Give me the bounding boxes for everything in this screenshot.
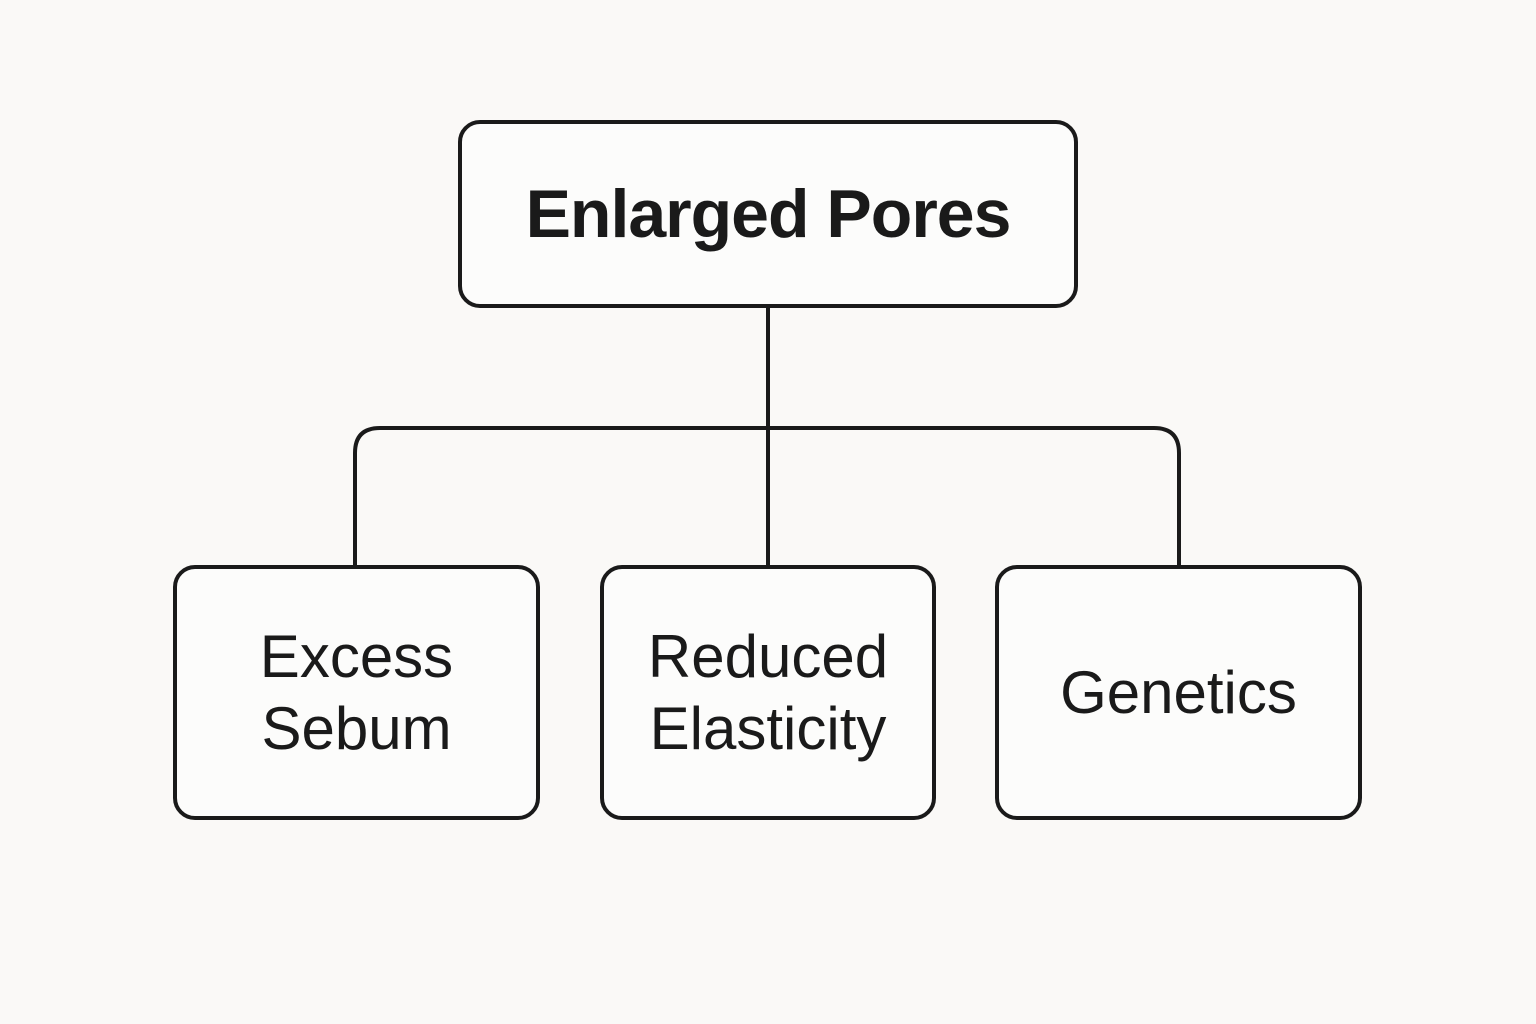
connector-branch-right <box>768 426 1181 565</box>
connector-branch-left <box>353 426 768 565</box>
node-reduced-elasticity: Reduced Elasticity <box>600 565 936 820</box>
node-enlarged-pores-label: Enlarged Pores <box>525 176 1012 252</box>
node-reduced-elasticity-label: Reduced Elasticity <box>647 622 889 762</box>
node-genetics: Genetics <box>995 565 1362 820</box>
node-genetics-label: Genetics <box>1060 658 1297 726</box>
node-enlarged-pores: Enlarged Pores <box>458 120 1078 308</box>
node-excess-sebum: Excess Sebum <box>173 565 540 820</box>
node-excess-sebum-label: Excess Sebum <box>259 622 454 762</box>
